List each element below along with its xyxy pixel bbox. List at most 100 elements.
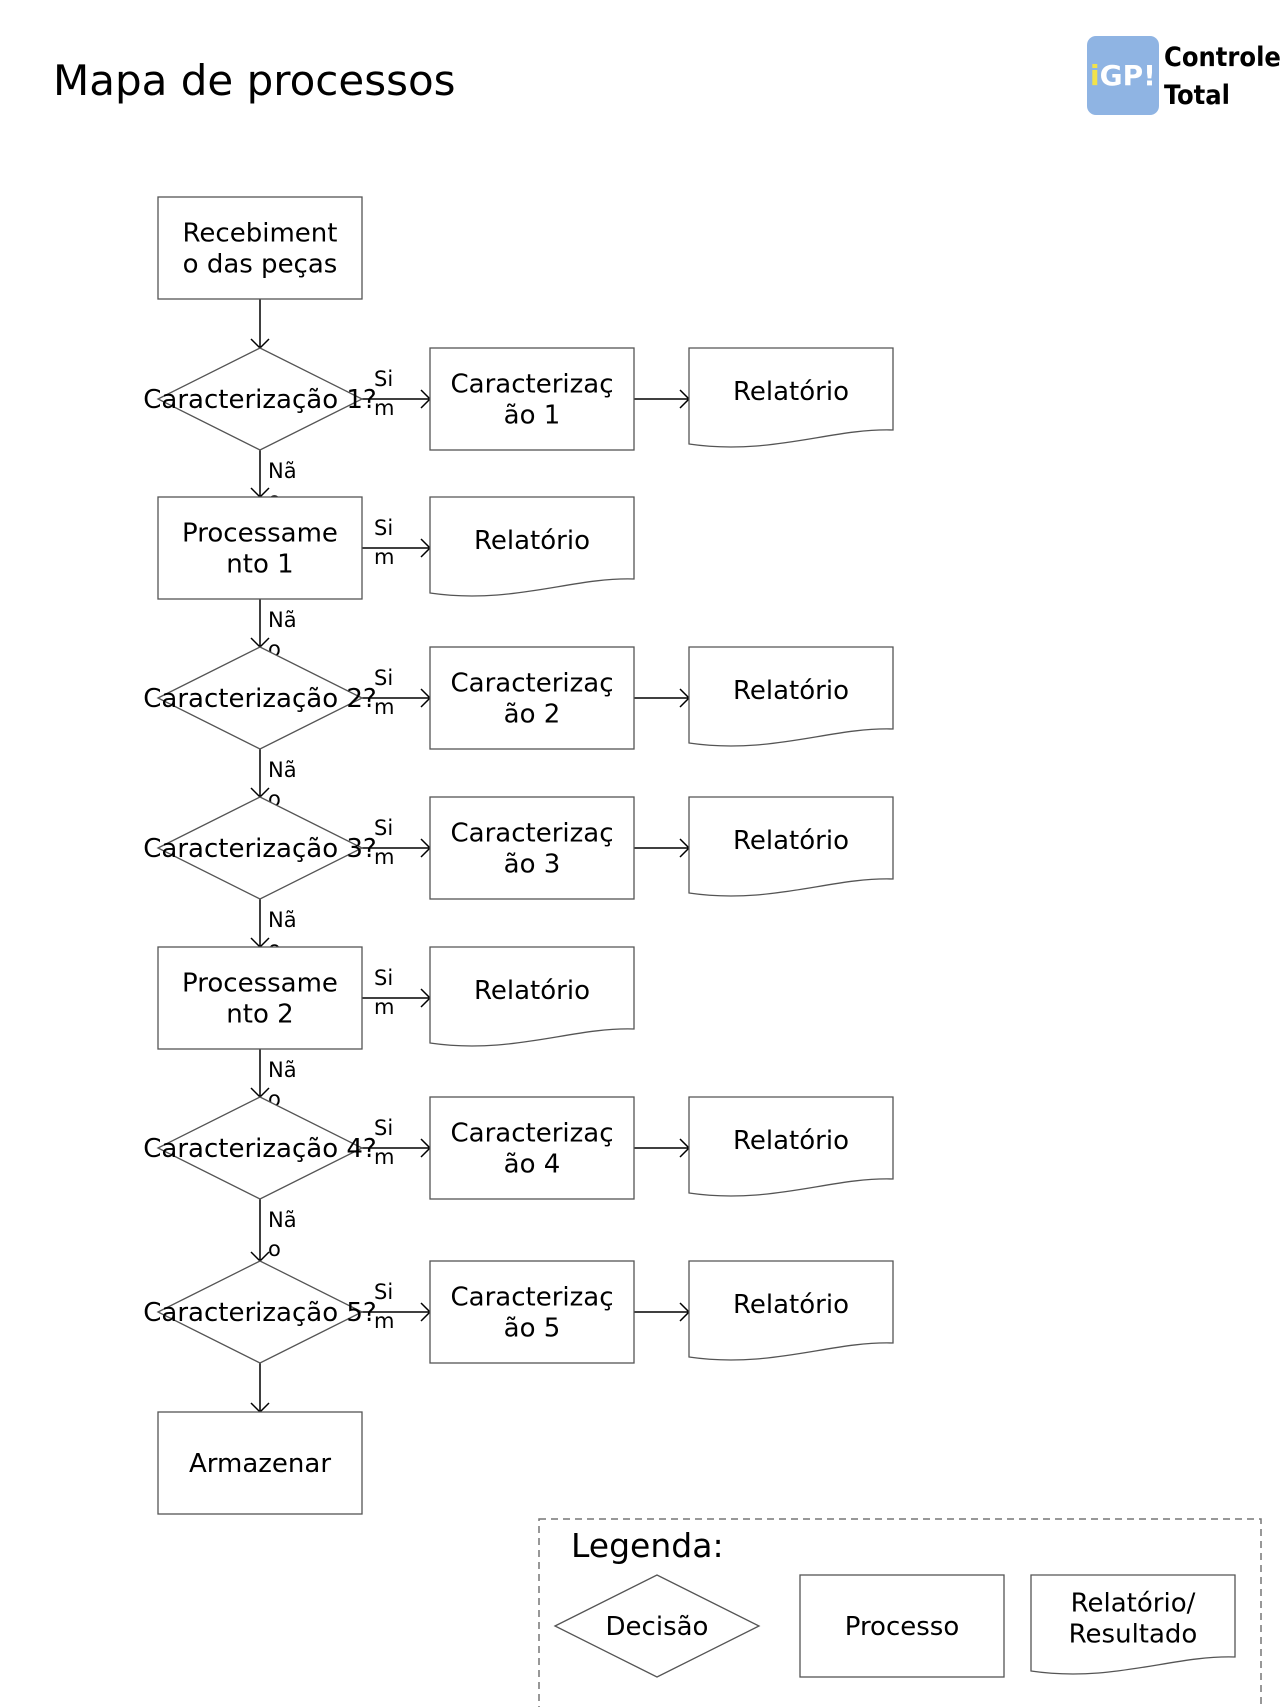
report-shape bbox=[688, 796, 894, 897]
report-shape bbox=[429, 946, 635, 1047]
edge-car2-rel2 bbox=[634, 688, 691, 708]
node-label: Relatório bbox=[733, 377, 849, 407]
node-label: Relatório bbox=[733, 676, 849, 706]
node-dec1: Caracterização 1? bbox=[143, 347, 377, 451]
process-shape bbox=[157, 196, 363, 300]
decision-shape bbox=[156, 646, 364, 750]
node-label: Processo bbox=[845, 1612, 960, 1642]
decision-shape bbox=[156, 347, 364, 451]
page-title: Mapa de processos bbox=[53, 56, 456, 105]
process-shape bbox=[429, 1096, 635, 1200]
decision-shape bbox=[156, 796, 364, 900]
process-shape bbox=[157, 946, 363, 1050]
decision-shape bbox=[553, 1574, 761, 1678]
edge-car3-rel3 bbox=[634, 838, 691, 858]
report-shape bbox=[1030, 1574, 1236, 1675]
edge-recebimento-dec1 bbox=[250, 299, 270, 350]
edge-car5-rel5 bbox=[634, 1302, 691, 1322]
logo-line2: Total bbox=[1164, 80, 1230, 111]
node-label: Relatório bbox=[733, 1126, 849, 1156]
node-label: Armazenar bbox=[189, 1449, 331, 1479]
logo-badge-text: iGP! bbox=[1090, 59, 1156, 92]
node-label: Decisão bbox=[606, 1612, 709, 1642]
decision-shape bbox=[156, 1096, 364, 1200]
logo-line1: Controle bbox=[1164, 42, 1280, 73]
legend: Legenda: Decisão Processo Relatório/Resulta… bbox=[538, 1518, 1262, 1707]
node-dec2: Caracterização 2? bbox=[143, 646, 377, 750]
process-shape bbox=[429, 796, 635, 900]
legend-item-decision: Decisão bbox=[553, 1574, 761, 1678]
node-label: Relatório bbox=[474, 526, 590, 556]
legend-title: Legenda: bbox=[571, 1526, 724, 1565]
node-rel3: Relatório bbox=[688, 796, 894, 897]
report-shape bbox=[688, 1260, 894, 1361]
node-armazenar: Armazenar bbox=[157, 1411, 363, 1515]
report-shape bbox=[688, 646, 894, 747]
edge-dec5-armazenar bbox=[250, 1363, 270, 1414]
process-shape bbox=[429, 1260, 635, 1364]
node-relp1: Relatório bbox=[429, 496, 635, 597]
node-rel4: Relatório bbox=[688, 1096, 894, 1197]
process-shape bbox=[157, 1411, 363, 1515]
node-relp2: Relatório bbox=[429, 946, 635, 1047]
node-rel1: Relatório bbox=[688, 347, 894, 448]
legend-item-report: Relatório/Resultado bbox=[1030, 1574, 1236, 1675]
node-dec5: Caracterização 5? bbox=[143, 1260, 377, 1364]
legend-item-process: Processo bbox=[799, 1574, 1005, 1678]
report-shape bbox=[688, 1096, 894, 1197]
node-label: Caracterização 3? bbox=[143, 834, 376, 864]
edge-car1-rel1 bbox=[634, 389, 691, 409]
report-shape bbox=[429, 496, 635, 597]
legend-frame bbox=[538, 1518, 1262, 1707]
process-shape bbox=[157, 496, 363, 600]
node-label: Caracterização 1? bbox=[143, 385, 376, 415]
process-shape bbox=[429, 347, 635, 451]
node-label: Relatório bbox=[474, 976, 590, 1006]
logo-badge bbox=[1087, 36, 1159, 115]
node-label: Caracterização 5? bbox=[143, 1298, 376, 1328]
node-rel5: Relatório bbox=[688, 1260, 894, 1361]
report-shape bbox=[688, 347, 894, 448]
node-dec4: Caracterização 4? bbox=[143, 1096, 377, 1200]
process-shape bbox=[799, 1574, 1005, 1678]
node-label: Relatório bbox=[733, 826, 849, 856]
node-label: Caracterização 2? bbox=[143, 684, 376, 714]
node-rel2: Relatório bbox=[688, 646, 894, 747]
edge-car4-rel4 bbox=[634, 1138, 691, 1158]
process-shape bbox=[429, 646, 635, 750]
